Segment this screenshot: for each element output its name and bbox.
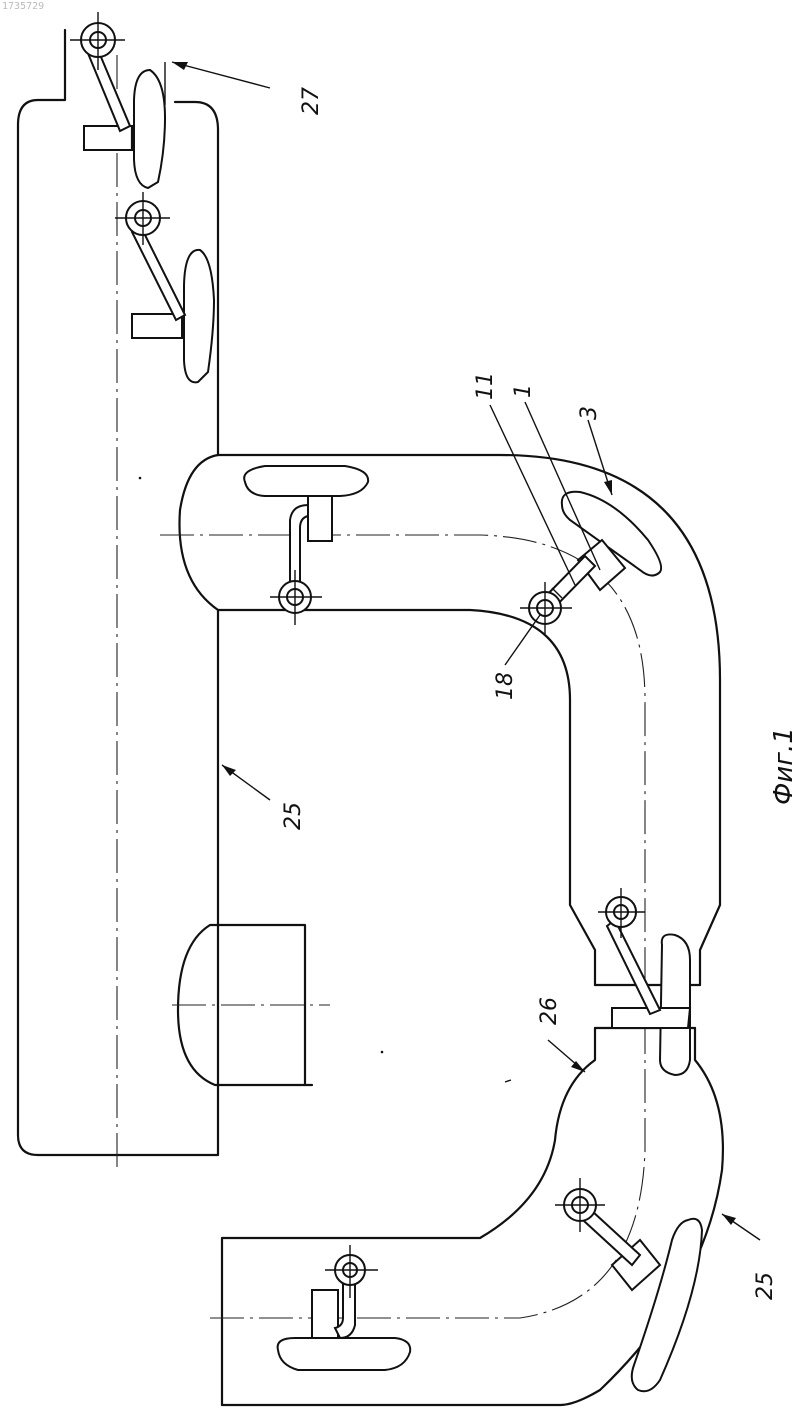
holder-bend-top (244, 466, 368, 625)
label-25-lower: 25 (753, 1272, 778, 1300)
holder-lower-left (278, 1245, 411, 1370)
holder-flange (598, 888, 690, 1075)
branch-stub (172, 925, 330, 1085)
document-number: 1735729 (2, 1, 44, 12)
label-1: 1 (511, 384, 536, 398)
label-18: 18 (493, 672, 518, 700)
label-27: 27 (299, 87, 324, 115)
label-25-main: 25 (281, 802, 306, 830)
holder-second (115, 192, 214, 382)
main-pipe (18, 30, 218, 1170)
label-3: 3 (577, 406, 602, 420)
label-26: 26 (537, 997, 562, 1025)
label-11: 11 (473, 372, 498, 400)
figure-caption: Фиг.1 (769, 727, 799, 805)
